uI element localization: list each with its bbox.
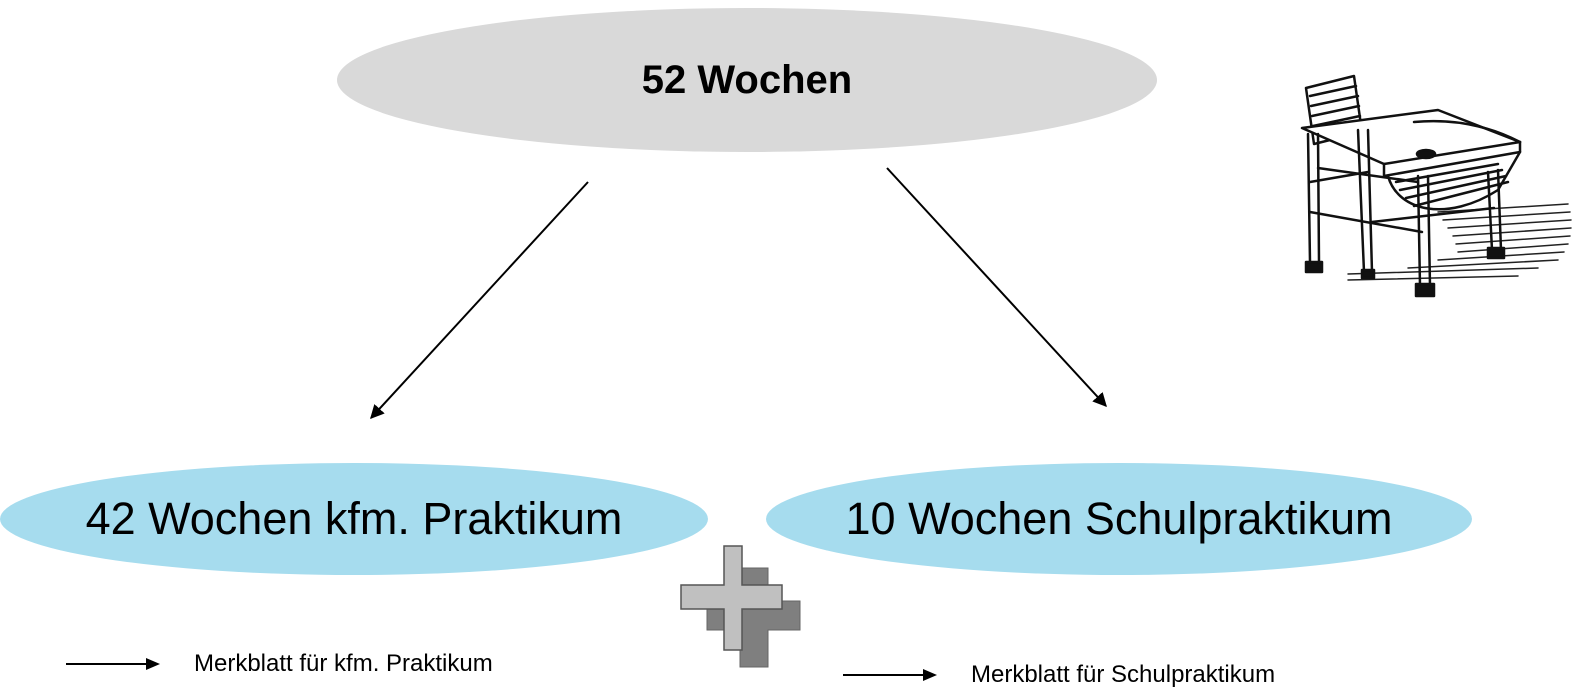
arrow-right-icon (66, 658, 160, 670)
arrow-to-right-node (886, 167, 1107, 408)
note-kfm-praktikum: Merkblatt für kfm. Praktikum (66, 647, 493, 681)
right-node-label: 10 Wochen Schulpraktikum (845, 493, 1393, 544)
top-node-52-wochen: 52 Wochen (337, 8, 1157, 152)
plus-sign-icon (680, 545, 801, 668)
right-node-schulpraktikum: 10 Wochen Schulpraktikum (766, 463, 1472, 575)
school-desk-icon (1300, 74, 1572, 298)
arrow-to-left-node (370, 181, 589, 420)
left-node-kfm-praktikum: 42 Wochen kfm. Praktikum (0, 463, 708, 575)
top-node-label: 52 Wochen (641, 57, 853, 102)
note-schulpraktikum: Merkblatt für Schulpraktikum (843, 658, 1275, 692)
left-node-label: 42 Wochen kfm. Praktikum (85, 493, 623, 544)
note-kfm-praktikum-text: Merkblatt für kfm. Praktikum (194, 650, 493, 677)
arrow-right-icon (843, 669, 937, 681)
note-schulpraktikum-text: Merkblatt für Schulpraktikum (971, 661, 1276, 688)
